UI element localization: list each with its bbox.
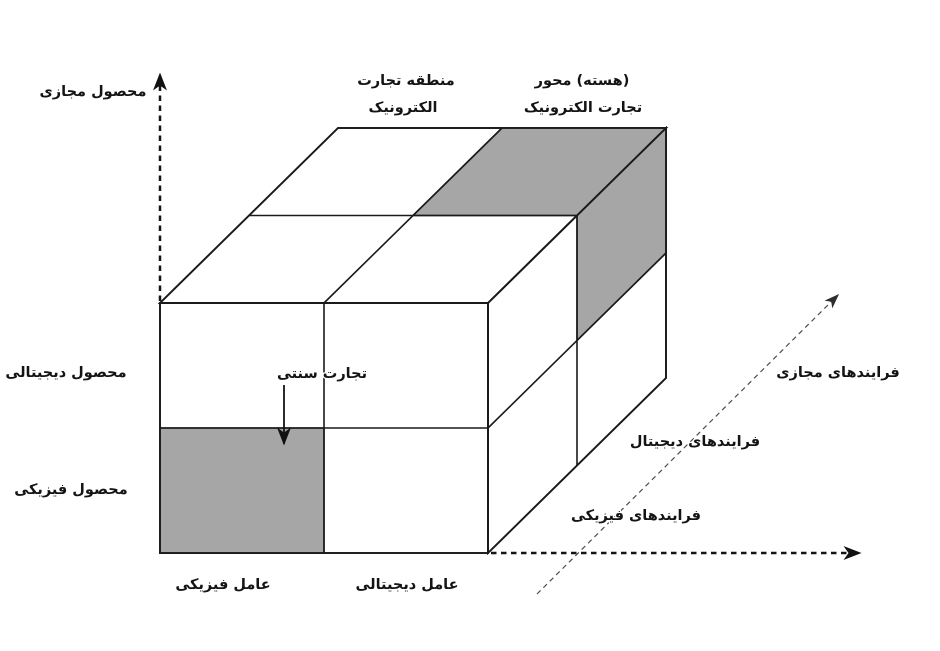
agent-tick-digital: عامل دیجیتالی <box>355 577 458 593</box>
labels: محصول مجازی منطقه تجارت الکترونیک (هسته)… <box>4 72 901 595</box>
ecommerce-core-label-line2: تجارت الکترونیک <box>524 100 642 116</box>
process-tick-physical: فرایندهای فیزیکی <box>571 508 701 524</box>
product-tick-physical: محصول فیزیکی <box>14 482 127 498</box>
ecommerce-zone-label-line2: الکترونیک <box>368 100 437 116</box>
process-tick-virtual: فرایندهای مجازی <box>776 365 900 381</box>
cube-outline <box>157 125 669 556</box>
highlight-cell-front-bottom-left <box>159 427 325 554</box>
process-axis-line <box>536 293 840 595</box>
traditional-commerce-label: تجارت سنتی <box>277 366 367 382</box>
agent-tick-physical: عامل فیزیکی <box>175 577 270 593</box>
ecommerce-core-label-line1: (هسته) محور <box>534 73 630 89</box>
product-tick-digital: محصول دیجیتالی <box>5 365 126 381</box>
cube-grid-lines <box>160 127 667 553</box>
ecommerce-zone-label-line1: منطقه تجارت <box>357 73 455 89</box>
process-tick-digital: فرایندهای دیجیتال <box>630 434 760 450</box>
product-axis-label: محصول مجازی <box>40 84 147 100</box>
